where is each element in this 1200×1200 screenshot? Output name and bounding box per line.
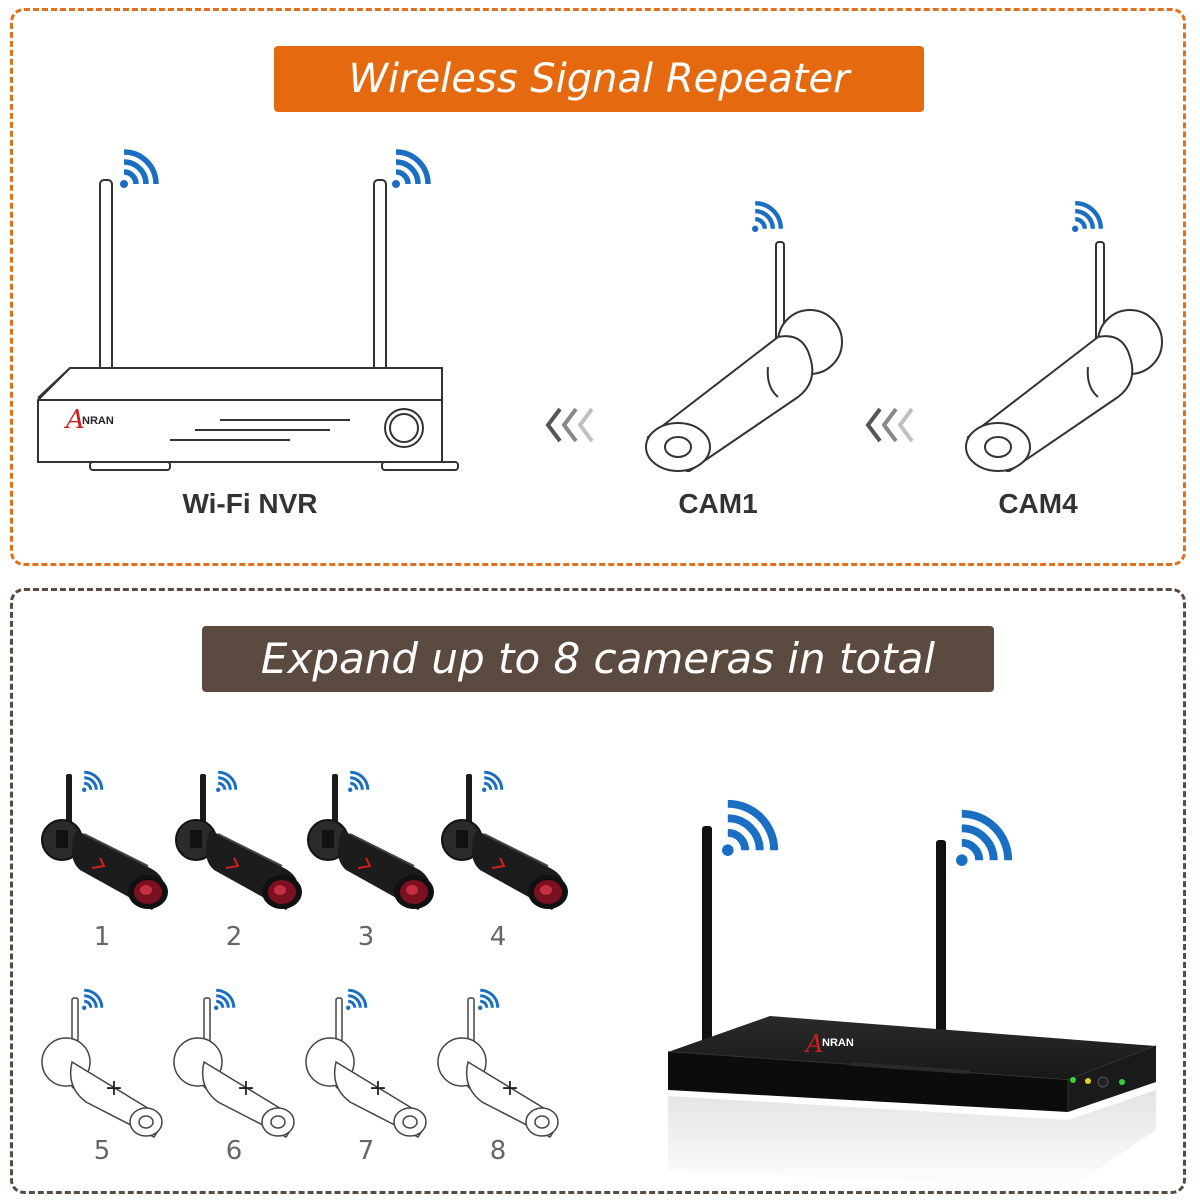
wifi-signal-icon [214, 988, 236, 1010]
nvr-label: Wi-Fi NVR [182, 488, 318, 519]
camera-outline-icon [36, 992, 176, 1142]
nvr-black-icon: A NRAN [667, 826, 1157, 1190]
nvr-brand-text: NRAN [82, 415, 114, 427]
camera-black-icon [174, 770, 314, 920]
chevron-arrows-icon [542, 405, 602, 445]
camera-black-icon [440, 770, 580, 920]
wifi-signal-icon [1072, 200, 1104, 232]
wifi-signal-icon [82, 988, 104, 1010]
camera-outline-icon [628, 232, 848, 472]
svg-text:A: A [64, 405, 85, 435]
expand-cameras-banner: Expand up to 8 cameras in total [202, 626, 994, 692]
camera-number: 7 [357, 1136, 375, 1166]
camera-number: 2 [225, 922, 243, 952]
camera-number: 8 [489, 1136, 507, 1166]
wifi-signal-icon [752, 200, 784, 232]
camera-outline-icon [432, 992, 572, 1142]
wifi-signal-icon [478, 988, 500, 1010]
chevron-arrows-icon [862, 405, 922, 445]
camera-black-icon [306, 770, 446, 920]
wifi-signal-icon [348, 770, 370, 792]
wifi-signal-icon [956, 808, 1014, 866]
camera-number: 1 [93, 922, 111, 952]
camera-number: 4 [489, 922, 507, 952]
camera-number: 3 [357, 922, 375, 952]
wifi-signal-icon [120, 148, 160, 188]
nvr-outline-icon: A NRAN [37, 179, 459, 471]
wifi-signal-icon [82, 770, 104, 792]
cam4-label: CAM4 [998, 488, 1078, 519]
camera-number: 6 [225, 1136, 243, 1166]
camera-number: 5 [93, 1136, 111, 1166]
camera-outline-icon [948, 232, 1168, 472]
cam1-label: CAM1 [678, 488, 758, 519]
svg-text:A: A [804, 1030, 823, 1058]
expand-cameras-panel [10, 588, 1186, 1194]
camera-black-icon [40, 770, 180, 920]
wireless-repeater-banner: Wireless Signal Repeater [274, 46, 924, 112]
wifi-signal-icon [722, 798, 780, 856]
wifi-signal-icon [216, 770, 238, 792]
camera-outline-icon [168, 992, 308, 1142]
camera-outline-icon [300, 992, 440, 1142]
wifi-signal-icon [392, 148, 432, 188]
wifi-signal-icon [346, 988, 368, 1010]
wifi-signal-icon [482, 770, 504, 792]
wireless-repeater-panel [10, 8, 1186, 566]
nvr-brand-text: NRAN [822, 1037, 854, 1049]
